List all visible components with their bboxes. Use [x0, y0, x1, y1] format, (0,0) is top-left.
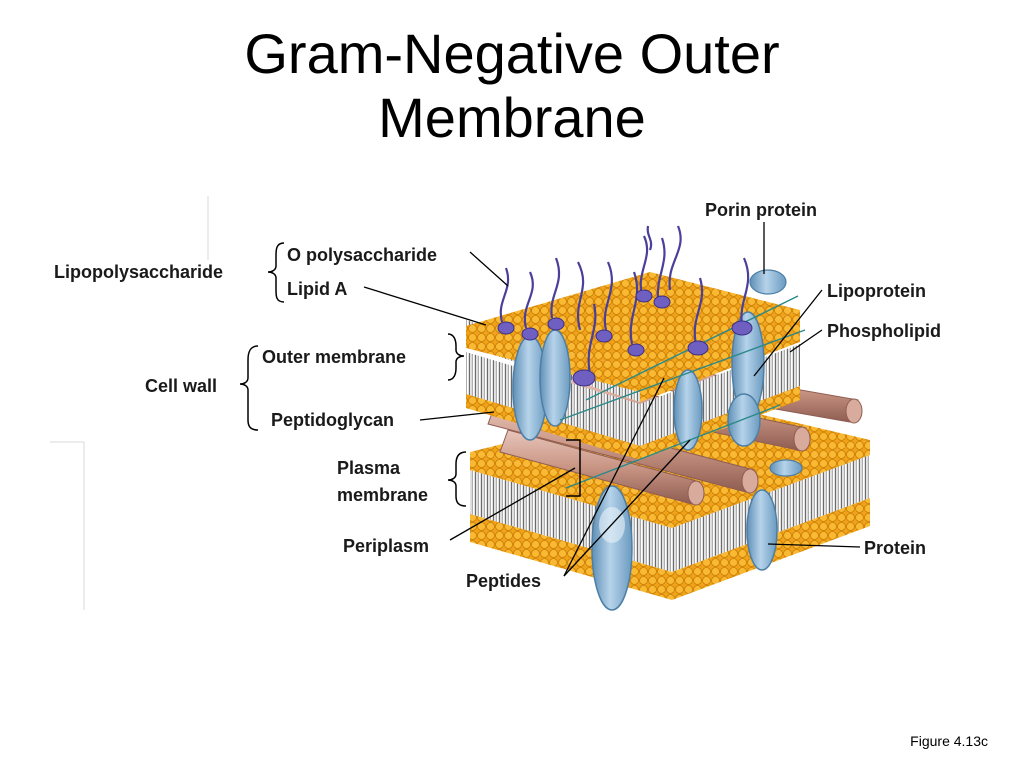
outer-protein-left	[512, 329, 571, 441]
label-o-polysaccharide: O polysaccharide	[287, 245, 437, 265]
plasma-surface-protein	[769, 459, 803, 477]
outer-protein-mid	[673, 369, 703, 451]
label-plasma-line2: membrane	[337, 485, 428, 505]
periplasm-bracket	[566, 439, 581, 497]
label-lipopolysaccharide: Lipopolysaccharide	[54, 262, 223, 282]
plasma-membrane-bracket	[447, 451, 467, 507]
porin-protein	[727, 269, 787, 447]
label-periplasm: Periplasm	[343, 536, 429, 556]
slide-title: Gram-Negative Outer Membrane	[0, 22, 1024, 150]
label-protein: Protein	[864, 538, 926, 558]
outer-membrane-bracket	[447, 333, 465, 381]
plasma-protein-left	[591, 485, 633, 611]
figure-caption: Figure 4.13c	[910, 733, 988, 749]
title-line-2: Membrane	[378, 86, 646, 149]
lps-bracket	[267, 242, 285, 303]
label-peptides: Peptides	[466, 571, 541, 591]
label-lipoprotein: Lipoprotein	[827, 281, 926, 301]
plasma-protein-right	[746, 489, 778, 571]
title-line-1: Gram-Negative Outer	[244, 22, 780, 85]
label-plasma-line1: Plasma	[337, 458, 401, 478]
label-peptidoglycan: Peptidoglycan	[271, 410, 394, 430]
cell-wall-bracket	[239, 345, 259, 431]
label-phospholipid: Phospholipid	[827, 321, 941, 341]
label-cell-wall: Cell wall	[145, 376, 217, 396]
lipid-a-heads	[497, 289, 753, 387]
lps-chains	[499, 225, 750, 375]
label-porin-protein: Porin protein	[705, 200, 817, 220]
leader-lines	[363, 222, 861, 577]
label-outer-membrane: Outer membrane	[262, 347, 406, 367]
label-lipid-a: Lipid A	[287, 279, 347, 299]
